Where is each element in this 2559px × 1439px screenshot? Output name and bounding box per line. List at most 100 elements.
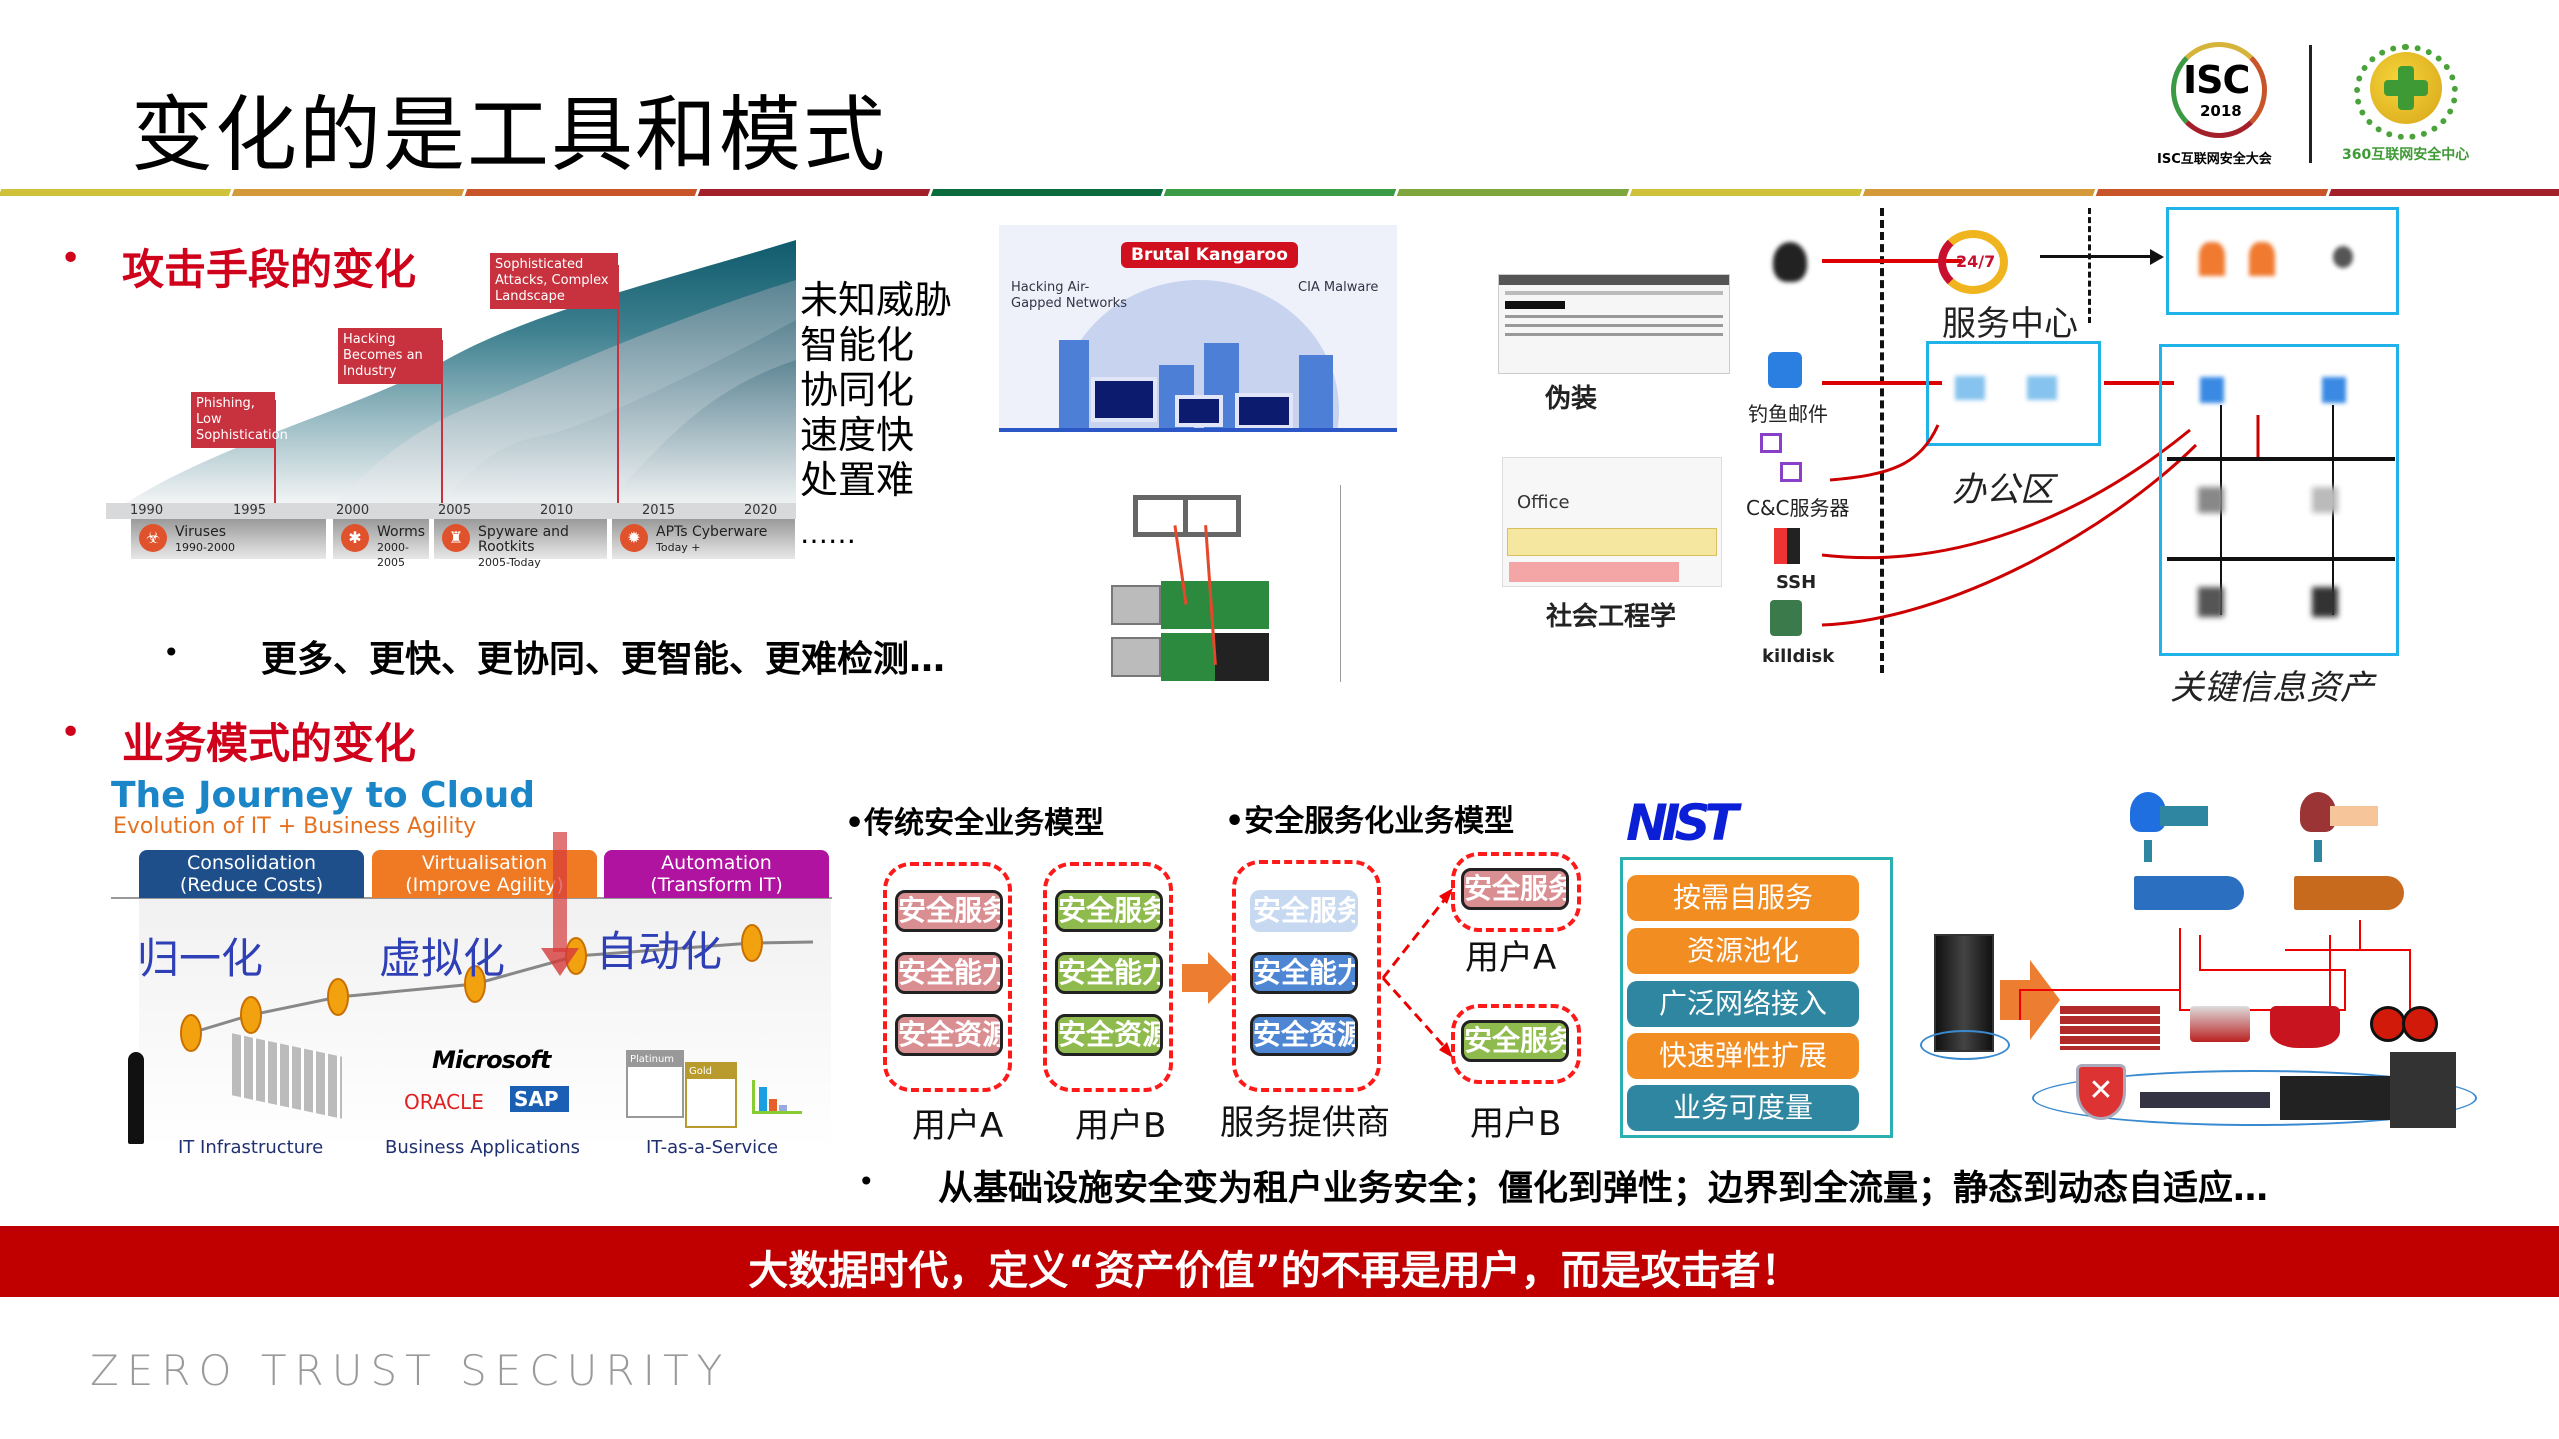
header-line-segment: [1862, 189, 2096, 196]
attack-path-diagram: 伪装 Office 社会工程学 24/7 服务中心 钓鱼邮件 办公区 C&C服务…: [1490, 200, 2410, 720]
key-assets-box: [2159, 344, 2399, 656]
bullet-dot: •: [60, 712, 82, 753]
tier-card-gold: Gold: [685, 1062, 737, 1128]
label-service-center: 服务中心: [1942, 304, 2078, 344]
camera-icon: [2190, 1006, 2250, 1042]
nist-characteristics-box: [1620, 857, 1893, 1138]
user-a-service-group: 安全服务: [1451, 852, 1581, 932]
header-line-segment: [1396, 189, 1630, 196]
label-it-as-a-service: IT-as-a-Service: [646, 1137, 779, 1158]
biohazard-icon: ☣: [139, 524, 167, 552]
year-tick: 1990: [130, 503, 164, 518]
cnc-server-icon: [1760, 433, 1782, 453]
label-key-assets: 关键信息资产: [2170, 668, 2374, 708]
24-7-phone-icon: [1938, 230, 2008, 294]
distribution-arrows: [1381, 888, 1453, 1058]
bullet-dot: •: [858, 1165, 875, 1198]
hacker-icon: [1773, 242, 1807, 282]
nist-logo: NIST: [1626, 794, 1739, 852]
conclusion-text: 大数据时代，定义“资产价值”的不再是用户，而是攻击者！: [748, 1248, 1801, 1294]
killdisk-icon: [1770, 600, 1802, 636]
oracle-logo: ORACLE: [404, 1090, 484, 1114]
nist-item: 按需自服务: [1627, 875, 1859, 921]
label-social-engineering: 社会工程学: [1546, 602, 1677, 632]
biohazard-shield-icon: [2270, 1006, 2340, 1048]
header-line-segment: [1163, 189, 1397, 196]
nist-item: 快速弹性扩展: [1627, 1033, 1859, 1079]
slide-title: 变化的是工具和模式: [131, 88, 888, 183]
journey-title: The Journey to Cloud: [111, 775, 536, 816]
transition-arrow: [1182, 964, 1208, 992]
label-business-applications: Business Applications: [385, 1137, 581, 1158]
red-arrow: [2104, 381, 2174, 385]
nist-item: 广泛网络接入: [1627, 981, 1859, 1027]
switch-icon: [2140, 1092, 2270, 1108]
sap-logo: SAP: [510, 1086, 569, 1112]
boundary-dashdot-line: [2088, 208, 2091, 323]
tier-card-platinum: Platinum: [626, 1050, 684, 1118]
year-tick: 2005: [438, 503, 472, 518]
red-arrow: [1822, 259, 1962, 263]
services-box: [2166, 207, 2399, 315]
label-automation-cn: 自动化: [596, 927, 723, 976]
brutal-kangaroo-badge: Brutal Kangaroo: [1121, 242, 1298, 268]
tenant-b-security-icon: [2294, 876, 2404, 910]
red-arrow: [1822, 381, 1942, 385]
label-disguise: 伪装: [1545, 384, 1598, 414]
label-office-area: 办公区: [1952, 470, 2054, 510]
service-model-heading: •安全服务化业务模型: [1225, 804, 1515, 839]
conclusion-banner: [0, 1226, 2559, 1297]
tenant-a-security-icon: [2134, 876, 2244, 910]
header-line-segment: [2095, 189, 2329, 196]
section-heading-attack: 攻击手段的变化: [122, 245, 417, 294]
orange-arrow: [2000, 980, 2030, 1020]
year-tick: 2020: [744, 503, 778, 518]
column-header-consolidation: Consolidation(Reduce Costs): [139, 850, 364, 898]
bullet-dot: •: [163, 636, 180, 669]
year-tick: 2010: [540, 503, 574, 518]
provider-group: 安全服务 安全能力 安全资源: [1232, 860, 1381, 1092]
header-line-segment: [231, 189, 465, 196]
cloud-security-diagram: ✕: [1890, 780, 2490, 1150]
360-logo: 360互联网安全中心: [2340, 40, 2470, 166]
rack-icon: [2390, 1052, 2456, 1128]
journey-subtitle: Evolution of IT + Business Agility: [113, 814, 477, 839]
bullet-dot: •: [60, 238, 82, 279]
footer-brand: ZERO TRUST SECURITY: [90, 1346, 731, 1395]
firewall-icon: [2060, 1006, 2160, 1050]
threat-traits-list: 未知威胁 智能化 协同化 速度快 处置难 ……: [800, 278, 953, 550]
office-doc-screenshot: Office: [1502, 457, 1722, 587]
header-line-segment: [2328, 189, 2559, 196]
ssh-icon: [1774, 528, 1800, 564]
nist-item: 业务可度量: [1627, 1085, 1859, 1131]
chassis-icon: [2280, 1076, 2392, 1120]
spy-icon: ♜: [442, 524, 470, 552]
year-tick: 2015: [642, 503, 676, 518]
red-down-arrow: [553, 832, 567, 952]
user-b-traditional-group: 安全服务 安全能力 安全资源: [1043, 862, 1173, 1092]
label-consolidation-cn: 归一化: [137, 934, 264, 983]
flag-phishing: Phishing, Low Sophistication: [191, 392, 288, 448]
header-line-segment: [697, 189, 931, 196]
business-summary-bullet: 从基础设施安全变为租户业务安全；僵化到弹性；边界到全流量；静态到动态自适应…: [938, 1169, 2269, 1209]
user-a-traditional-group: 安全服务 安全能力 安全资源: [883, 862, 1012, 1092]
label-it-infrastructure: IT Infrastructure: [178, 1137, 324, 1158]
brutal-kangaroo-image: Brutal Kangaroo Hacking Air-Gapped Netwo…: [999, 225, 1397, 432]
header-line-segment: [464, 189, 698, 196]
column-header-automation: Automation(Transform IT): [604, 850, 829, 898]
boundary-dashdot-line: [1880, 208, 1884, 673]
blocked-shield-icon: ✕: [2076, 1064, 2126, 1120]
traditional-model-heading: •传统安全业务模型: [845, 806, 1105, 841]
person-icon: [128, 1052, 144, 1144]
user-b-service-group: 安全服务: [1451, 1004, 1581, 1084]
header-line-segment: [0, 189, 232, 196]
office-area-box: [1926, 341, 2101, 446]
attack-curves: [1821, 415, 2260, 627]
microsoft-logo: Microsoft: [432, 1046, 551, 1074]
isc-logo: ISC 2018 ISC互联网安全大会: [2157, 42, 2275, 168]
logo-divider: [2309, 45, 2312, 163]
